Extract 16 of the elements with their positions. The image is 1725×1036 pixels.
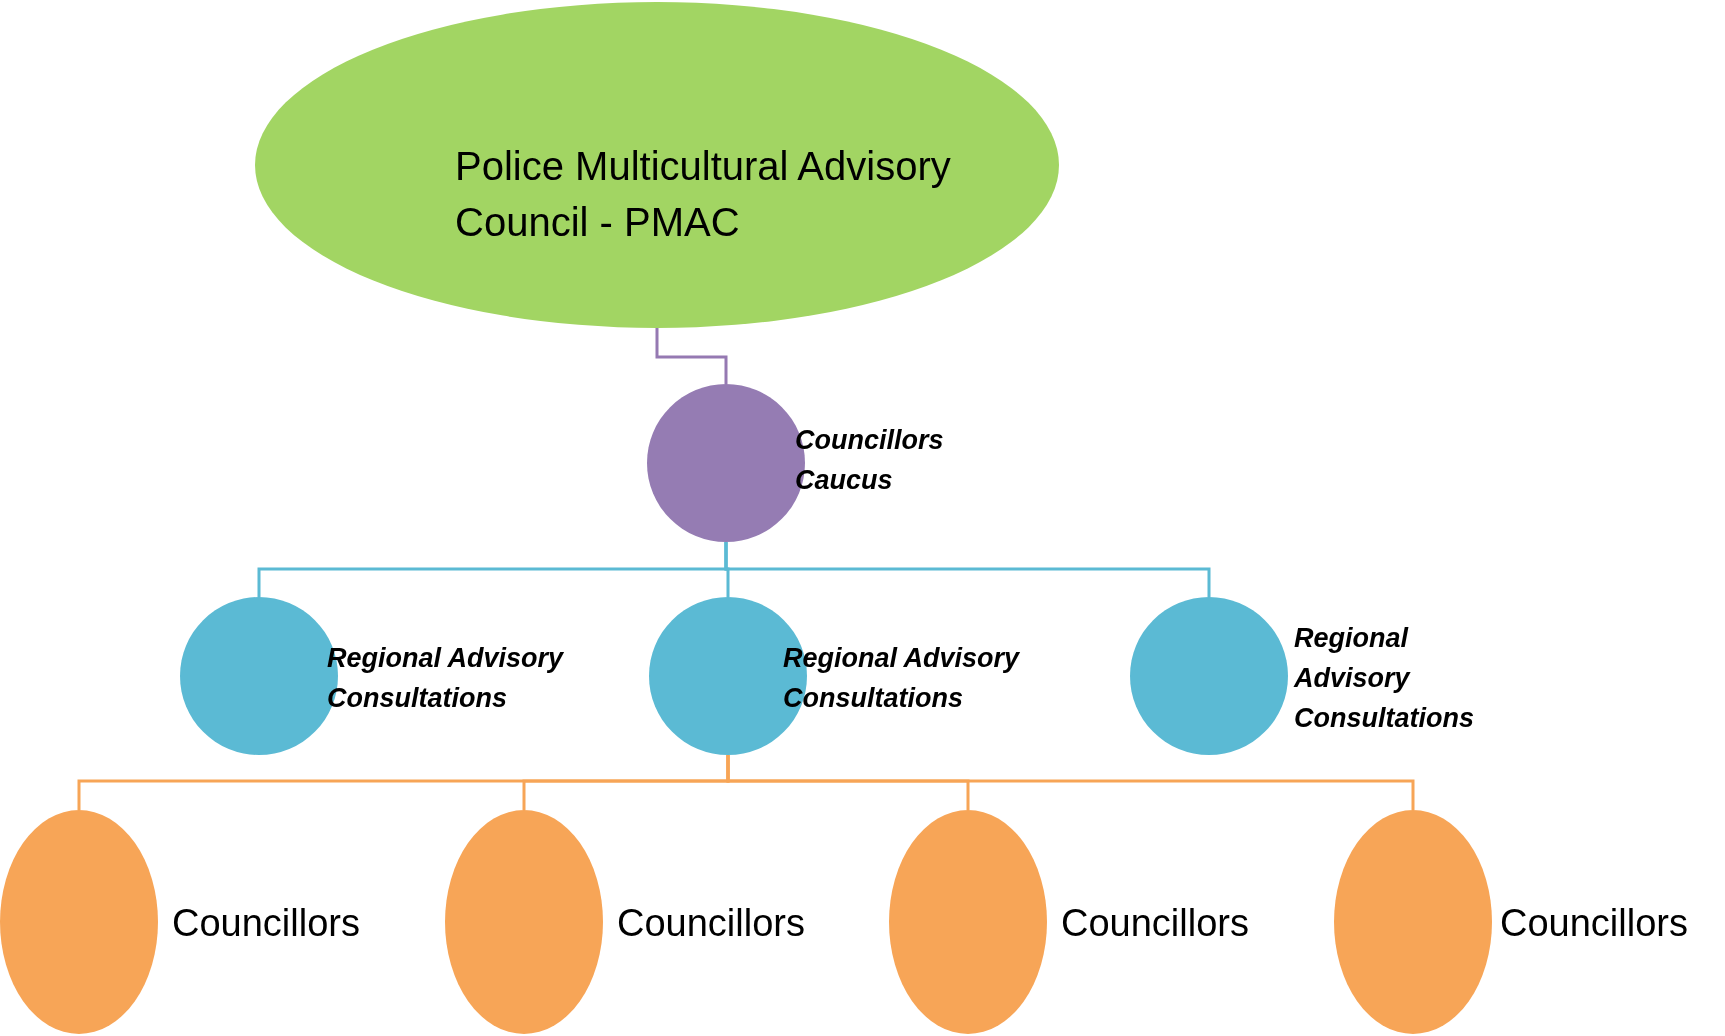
connector-line — [724, 542, 1211, 597]
node-label: Regional Advisory Consultations — [1294, 622, 1475, 735]
ellipse-shape — [255, 2, 1059, 328]
node-label: Councillors — [617, 901, 805, 946]
node-label: Councillors — [1500, 901, 1688, 946]
node-label: Police Multicultural Advisory Council - PMAC — [455, 143, 952, 246]
circle-shape — [1130, 597, 1288, 755]
ellipse-shape — [0, 810, 158, 1034]
connector-line — [655, 328, 728, 384]
node-label: Councillors Caucus — [795, 424, 945, 497]
node-label: Councillors — [1061, 901, 1249, 946]
node-label: Councillors — [172, 901, 360, 946]
connector-line — [726, 755, 1415, 810]
ellipse-shape — [1334, 810, 1492, 1034]
ellipse-shape — [445, 810, 603, 1034]
ellipse-shape — [889, 810, 1047, 1034]
